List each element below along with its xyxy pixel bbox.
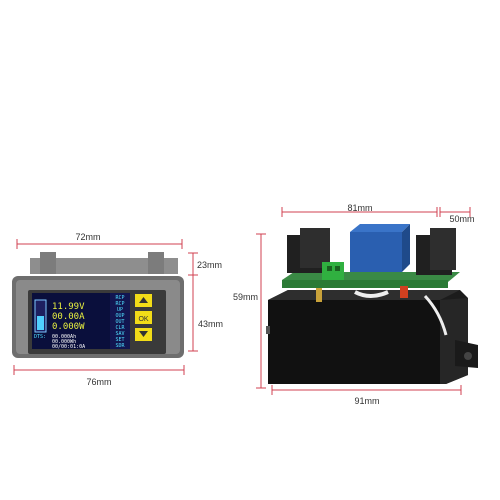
module-width-bottom-dimension: 91mm	[271, 385, 462, 406]
module-depth-label: 50mm	[449, 214, 474, 224]
module-width-top-label: 81mm	[347, 203, 372, 213]
menu-item: SDR	[115, 343, 125, 349]
meter-depth-dimension: 23mm 43mm	[188, 252, 223, 352]
module-depth-dimension: 50mm	[439, 207, 475, 224]
module-width-bottom-label: 91mm	[354, 396, 379, 406]
meter-device: 11.99V 00.00A 0.000W DTS: 00.000Ah 00.00…	[12, 252, 184, 358]
module-height-label: 59mm	[233, 292, 258, 302]
ok-button[interactable]	[135, 311, 152, 324]
voltage-readout: 11.99V	[52, 302, 85, 312]
power-readout: 0.000W	[52, 322, 85, 332]
menu-item: SAV	[115, 331, 124, 337]
menu-item: CLR	[115, 325, 125, 331]
arrow-up-icon	[139, 297, 148, 303]
meter-width-label: 72mm	[75, 232, 100, 242]
menu-item: RCP	[115, 295, 124, 301]
readout-ah: 00.000Ah	[52, 334, 76, 340]
time-readout: 00/00:01:0A	[52, 344, 85, 350]
ok-label: OK	[138, 316, 148, 323]
readout-wh: 00.000Wh	[52, 339, 76, 345]
meter-front-width-dimension: 76mm	[13, 365, 185, 387]
button-column: OK	[135, 294, 152, 341]
menu-item: OUT	[115, 319, 124, 325]
arrow-down-icon	[139, 331, 148, 337]
menu-item: UP	[117, 307, 123, 313]
menu-item: OUP	[115, 313, 124, 319]
module-device	[266, 224, 478, 384]
meter-depth-bottom-label: 43mm	[198, 319, 223, 329]
menu-item: SET	[115, 337, 124, 343]
meter-depth-top-label: 23mm	[197, 260, 222, 270]
meter-screen: 11.99V 00.00A 0.000W DTS: 00.000Ah 00.00…	[32, 293, 130, 350]
status-left: DTS:	[34, 334, 46, 340]
menu-item: RCP	[115, 301, 124, 307]
module-height-dimension: 59mm	[233, 233, 266, 389]
meter-front-width-label: 76mm	[86, 377, 111, 387]
meter-width-dimension: 72mm	[16, 232, 183, 249]
module-width-top-dimension: 81mm	[281, 203, 438, 217]
current-readout: 00.00A	[52, 312, 85, 322]
